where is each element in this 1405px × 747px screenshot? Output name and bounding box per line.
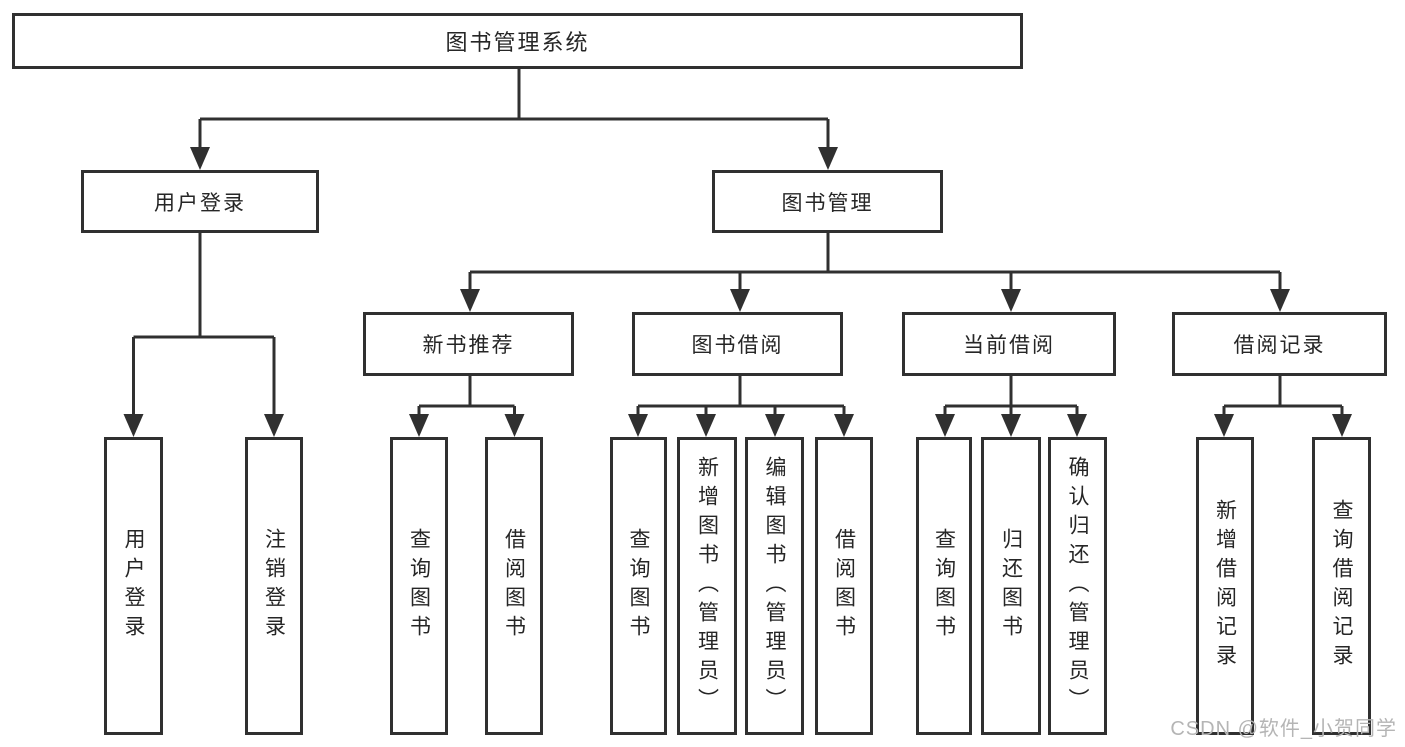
leaf-add-borrow-record: 新增借阅记录	[1196, 437, 1254, 735]
arrowhead	[696, 414, 716, 437]
leaf-label: 新增图书（管理员）	[695, 455, 719, 717]
arrowhead	[1270, 289, 1290, 312]
leaf-return-books: 归还图书	[981, 437, 1041, 735]
leaf-query-books-borrow: 查询图书	[610, 437, 667, 735]
node-library-management-system: 图书管理系统	[12, 13, 1023, 69]
arrowhead	[834, 414, 854, 437]
arrowhead	[730, 289, 750, 312]
connector-book-borrow	[636, 376, 846, 419]
node-current-borrowing: 当前借阅	[902, 312, 1116, 376]
arrowhead	[1332, 414, 1352, 437]
leaf-label: 查询图书	[407, 528, 431, 644]
node-borrowing-records: 借阅记录	[1172, 312, 1387, 376]
leaf-query-borrow-record: 查询借阅记录	[1312, 437, 1371, 735]
arrowhead	[190, 147, 210, 170]
arrowhead	[264, 414, 284, 437]
leaf-label: 新增借阅记录	[1213, 499, 1237, 673]
leaf-user-login: 用户登录	[104, 437, 163, 735]
leaf-label: 用户登录	[122, 528, 145, 644]
leaf-label: 编辑图书（管理员）	[763, 455, 786, 717]
leaf-label: 借阅图书	[832, 528, 856, 644]
node-book-borrowing: 图书借阅	[632, 312, 843, 376]
arrowhead	[1001, 414, 1021, 437]
arrowhead	[460, 289, 480, 312]
leaf-label: 查询图书	[627, 528, 650, 644]
leaf-label: 注销登录	[262, 528, 286, 644]
arrowhead	[1067, 414, 1087, 437]
leaf-label: 确认归还（管理员）	[1066, 455, 1089, 717]
arrowhead	[1001, 289, 1021, 312]
arrowhead	[409, 414, 429, 437]
arrowhead	[765, 414, 785, 437]
connector-new-books	[417, 376, 516, 419]
arrowhead	[1214, 414, 1234, 437]
arrowhead	[935, 414, 955, 437]
arrowhead	[123, 414, 144, 437]
connector-user-branch	[132, 233, 276, 419]
leaf-label: 查询图书	[932, 528, 956, 644]
connector-root	[198, 69, 830, 152]
connector-book-branch	[468, 233, 1282, 294]
arrowhead	[504, 414, 525, 437]
node-new-book-recommendation: 新书推荐	[363, 312, 574, 376]
node-book-management: 图书管理	[712, 170, 943, 233]
node-user-login: 用户登录	[81, 170, 319, 233]
leaf-label: 借阅图书	[502, 528, 526, 644]
leaf-query-books-recommend: 查询图书	[390, 437, 448, 735]
leaf-label: 归还图书	[999, 528, 1023, 644]
leaf-label: 查询借阅记录	[1330, 499, 1353, 673]
leaf-borrow-books: 借阅图书	[815, 437, 873, 735]
arrowhead	[818, 147, 838, 170]
leaf-add-books-admin: 新增图书（管理员）	[677, 437, 737, 735]
csdn-watermark: CSDN @软件_小贺同学	[1170, 718, 1397, 740]
leaf-logout: 注销登录	[245, 437, 303, 735]
connector-borrow-records	[1222, 376, 1344, 419]
leaf-confirm-return-admin: 确认归还（管理员）	[1048, 437, 1107, 735]
leaf-edit-books-admin: 编辑图书（管理员）	[745, 437, 804, 735]
leaf-borrow-books-recommend: 借阅图书	[485, 437, 543, 735]
arrowhead	[628, 414, 648, 437]
connector-current-borrow	[943, 376, 1079, 419]
leaf-query-books-current: 查询图书	[916, 437, 972, 735]
